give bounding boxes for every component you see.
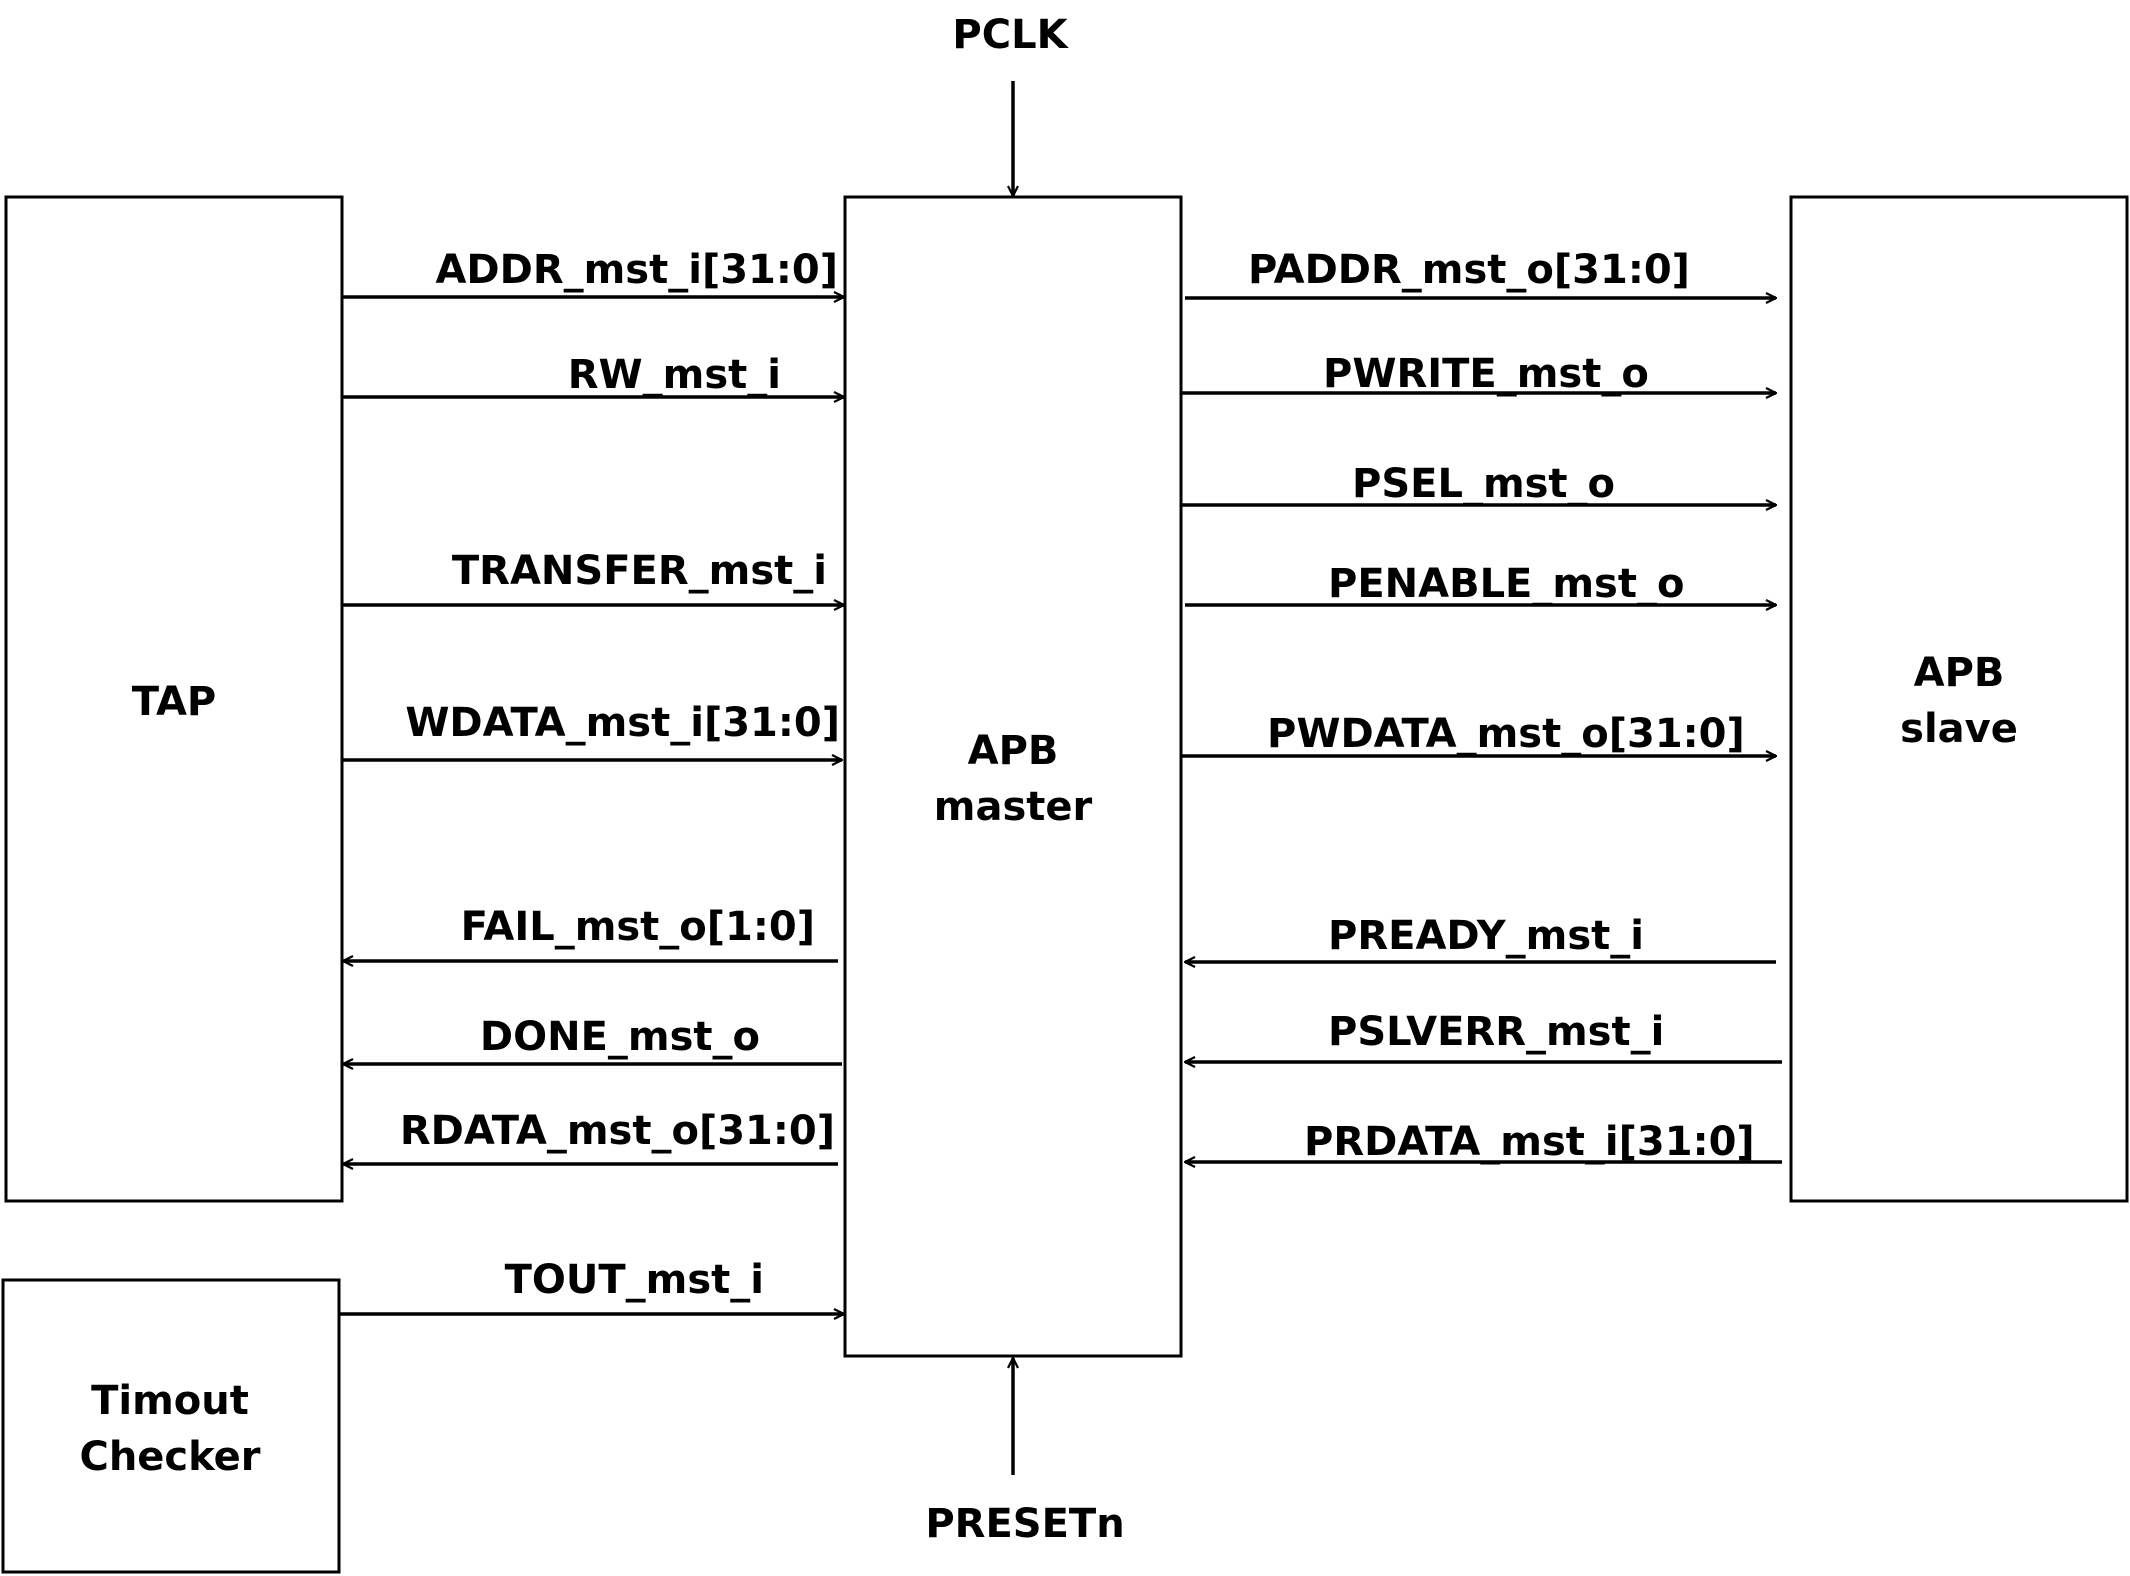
apb-master-label-line2: master	[934, 784, 1093, 830]
psel-signal-label: PSEL_mst_o	[1352, 461, 1615, 507]
transfer-signal-label: TRANSFER_mst_i	[452, 548, 827, 594]
timeout-checker-label-line1: Timout	[91, 1378, 249, 1424]
pwrite-signal-label: PWRITE_mst_o	[1323, 351, 1649, 397]
addr-signal-label: ADDR_mst_i[31:0]	[435, 247, 838, 293]
rdata-signal-label: RDATA_mst_o[31:0]	[400, 1108, 835, 1154]
pslverr-signal-label: PSLVERR_mst_i	[1328, 1009, 1664, 1055]
presetn-label: PRESETn	[925, 1501, 1124, 1547]
apb-slave-label-line2: slave	[1900, 706, 2018, 752]
prdata-signal-label: PRDATA_mst_i[31:0]	[1304, 1119, 1755, 1165]
penable-signal-label: PENABLE_mst_o	[1328, 561, 1684, 607]
pready-signal-label: PREADY_mst_i	[1328, 913, 1644, 959]
timeout-checker-block	[1, 1278, 341, 1574]
pclk-label: PCLK	[952, 12, 1069, 58]
apb-master-block	[843, 195, 1183, 1358]
done-signal-label: DONE_mst_o	[480, 1014, 760, 1060]
tap-block	[4, 195, 344, 1203]
rw-signal-label: RW_mst_i	[568, 352, 781, 398]
pwdata-signal-label: PWDATA_mst_o[31:0]	[1267, 711, 1745, 757]
timeout-checker-label-line2: Checker	[79, 1434, 260, 1480]
fail-signal-label: FAIL_mst_o[1:0]	[461, 904, 815, 950]
apb-slave-label-line1: APB	[1914, 650, 2005, 696]
paddr-signal-label: PADDR_mst_o[31:0]	[1248, 247, 1690, 293]
tap-label: TAP	[132, 679, 216, 725]
wdata-signal-label: WDATA_mst_i[31:0]	[405, 700, 840, 746]
apb-master-label-line1: APB	[968, 728, 1059, 774]
apb-slave-block	[1789, 195, 2129, 1203]
tout-signal-label: TOUT_mst_i	[505, 1257, 764, 1303]
